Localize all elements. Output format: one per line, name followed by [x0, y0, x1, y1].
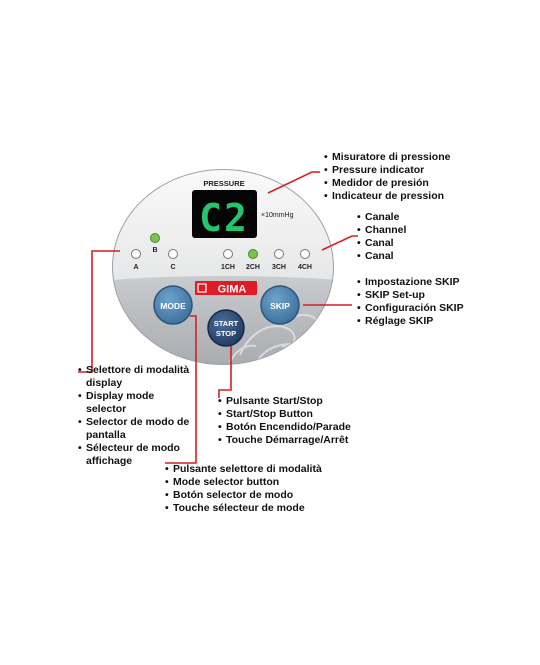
callout-text: Selettore di modalità display	[78, 364, 190, 390]
skip-button[interactable]: SKIP	[260, 285, 300, 325]
svg-text:STOP: STOP	[216, 329, 236, 338]
callout-text: Impostazione SKIP	[357, 276, 464, 289]
channel-label-1: 1CH	[221, 264, 235, 271]
channel-label-3: 3CH	[272, 264, 286, 271]
pressure-label: PRESSURE	[203, 179, 244, 188]
callout-display-mode-selector: Selettore di modalità display Display mo…	[78, 364, 190, 468]
callout-text: Canal	[357, 237, 406, 250]
callout-skip-setup: Impostazione SKIP SKIP Set-up Configurac…	[357, 276, 464, 328]
gima-logo: GIMA	[195, 281, 257, 296]
callout-text: Medidor de presión	[324, 177, 450, 190]
mode-button[interactable]: MODE	[153, 285, 193, 325]
callout-text: Selector de modo de pantalla	[78, 416, 190, 442]
callout-text: Pulsante selettore di modalità	[165, 463, 322, 476]
callout-text: Channel	[357, 224, 406, 237]
channel-label-2: 2CH	[246, 264, 260, 271]
callout-text: Indicateur de pression	[324, 190, 450, 203]
callout-mode-selector-button: Pulsante selettore di modalità Mode sele…	[165, 463, 322, 515]
callout-start-stop: Pulsante Start/Stop Start/Stop Button Bo…	[218, 395, 351, 447]
pressure-unit: ×10mmHg	[261, 212, 294, 219]
start-stop-button[interactable]: START STOP	[207, 309, 245, 347]
callout-text: SKIP Set-up	[357, 289, 464, 302]
mode-indicators: A B C	[131, 233, 178, 271]
channel-label-4: 4CH	[298, 264, 312, 271]
mode-label-c: C	[170, 264, 175, 271]
svg-text:START: START	[214, 319, 239, 328]
mode-led-c	[168, 249, 178, 259]
callout-text: Botón selector de modo	[165, 489, 322, 502]
callout-line-channel	[321, 235, 358, 251]
callout-text: Touche Démarrage/Arrêt	[218, 434, 351, 447]
callout-text: Start/Stop Button	[218, 408, 351, 421]
channel-led-2	[248, 249, 258, 259]
svg-text:MODE: MODE	[160, 301, 186, 311]
callout-line-start-stop	[218, 346, 232, 398]
callout-text: Display mode selector	[78, 390, 190, 416]
channel-led-4	[300, 249, 310, 259]
callout-channel: Canale Channel Canal Canal	[357, 211, 406, 263]
callout-text: Pressure indicator	[324, 164, 450, 177]
lcd-value: C2	[199, 196, 249, 240]
mode-label-a: A	[133, 264, 138, 271]
lcd-display	[192, 190, 257, 238]
callout-text: Réglage SKIP	[357, 315, 464, 328]
callout-text: Mode selector button	[165, 476, 322, 489]
callout-text: Configuración SKIP	[357, 302, 464, 315]
mode-led-b	[150, 233, 160, 243]
callout-text: Canale	[357, 211, 406, 224]
callout-text: Sélecteur de modo affichage	[78, 442, 190, 468]
channel-led-3	[274, 249, 284, 259]
callout-text: Pulsante Start/Stop	[218, 395, 351, 408]
channel-led-1	[223, 249, 233, 259]
callout-text: Misuratore di pressione	[324, 151, 450, 164]
svg-text:GIMA: GIMA	[218, 284, 247, 296]
callout-text: Botón Encendido/Parade	[218, 421, 351, 434]
mode-led-a	[131, 249, 141, 259]
mode-label-b: B	[152, 247, 157, 254]
channel-indicators: 1CH 2CH 3CH 4CH	[221, 249, 312, 271]
callout-text: Canal	[357, 250, 406, 263]
callout-line-pressure	[267, 171, 320, 194]
callout-pressure-indicator: Misuratore di pressione Pressure indicat…	[324, 151, 450, 203]
callout-text: Touche sélecteur de mode	[165, 502, 322, 515]
svg-text:SKIP: SKIP	[270, 301, 290, 311]
